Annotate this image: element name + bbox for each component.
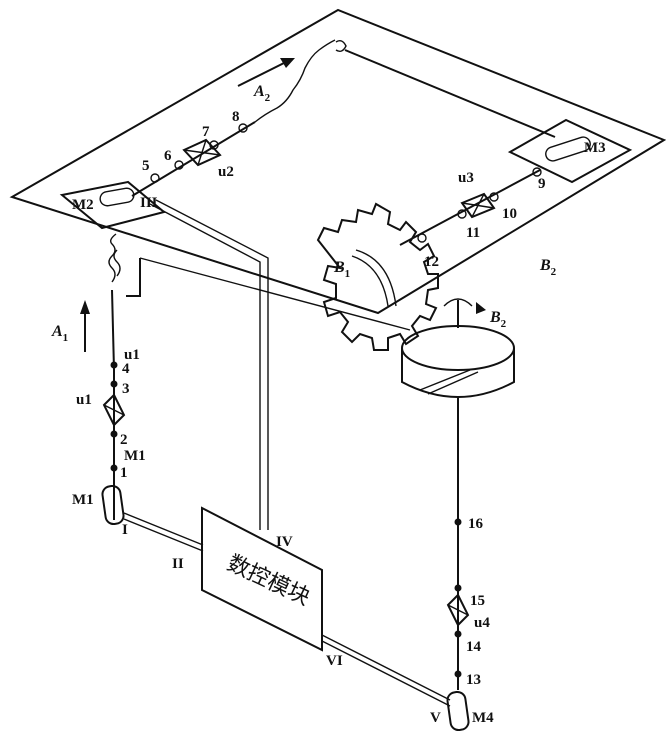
label-roman-vi: VI	[326, 653, 343, 669]
label-a1: A1	[51, 323, 68, 344]
label-b1: B1	[333, 259, 350, 280]
node-12	[417, 233, 427, 243]
node-14	[454, 630, 462, 638]
gear-b1	[316, 202, 439, 351]
node-1	[110, 464, 118, 472]
label-u2: u2	[218, 164, 234, 180]
label-u3: u3	[458, 170, 474, 186]
label-roman-v: V	[430, 710, 441, 726]
node-8	[238, 123, 248, 133]
label-11: 11	[466, 225, 480, 241]
label-7: 7	[202, 124, 210, 140]
node-11	[457, 209, 467, 219]
label-m4: M4	[472, 710, 494, 726]
label-b2-plate: B2	[539, 257, 557, 278]
label-u1-left: u1	[76, 392, 92, 408]
work-plate	[9, 8, 666, 315]
label-u1-top: u1	[124, 347, 140, 363]
node-6	[174, 160, 184, 170]
label-16: 16	[468, 516, 484, 532]
chain-a1	[80, 233, 141, 526]
label-a2: A2	[253, 83, 271, 104]
node-10	[489, 192, 499, 202]
node-9	[532, 167, 542, 177]
motor-m4	[446, 690, 470, 732]
signal-cables	[123, 199, 451, 707]
m3-box	[507, 118, 633, 184]
label-2: 2	[120, 432, 128, 448]
labels: u1 4 3 u1 2 M1 1 M1 I II IV VI V M4 13 1…	[51, 83, 606, 726]
label-9: 9	[538, 176, 546, 192]
label-m1-left: M1	[72, 492, 94, 508]
label-10: 10	[502, 206, 517, 222]
label-5: 5	[142, 158, 150, 174]
label-roman-i: I	[122, 522, 128, 538]
label-4: 4	[122, 361, 130, 377]
motor-m1	[101, 484, 125, 526]
node-3	[110, 380, 118, 388]
label-8: 8	[232, 109, 240, 125]
label-3: 3	[122, 381, 130, 397]
rotary-table-b2	[401, 298, 515, 732]
label-u4: u4	[474, 615, 490, 631]
label-roman-iii: III	[140, 195, 158, 211]
chain-b1	[399, 118, 633, 246]
cnc-module: 数控模块	[201, 506, 323, 652]
label-6: 6	[164, 148, 172, 164]
node-16	[454, 518, 462, 526]
label-b2-table: B2	[489, 309, 507, 330]
label-roman-ii: II	[172, 556, 184, 572]
node-15	[454, 584, 462, 592]
label-1: 1	[120, 465, 128, 481]
label-roman-iv: IV	[276, 534, 293, 550]
label-13: 13	[466, 672, 481, 688]
label-m2: M2	[72, 197, 94, 213]
label-m3: M3	[584, 140, 606, 156]
label-12: 12	[424, 254, 439, 270]
node-4	[110, 361, 118, 369]
node-13	[454, 670, 462, 678]
label-14: 14	[466, 639, 482, 655]
node-2	[110, 430, 118, 438]
label-15: 15	[470, 593, 485, 609]
node-5	[150, 173, 160, 183]
cnc-module-label: 数控模块	[223, 551, 313, 611]
label-m1-right: M1	[124, 448, 146, 464]
